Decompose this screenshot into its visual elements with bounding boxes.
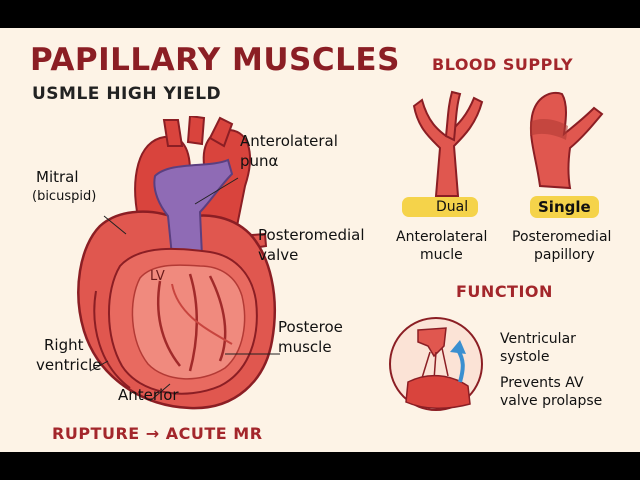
dual-vessel-branch [444, 90, 462, 142]
papillary-base [405, 374, 471, 410]
single-vessel-band [530, 119, 568, 140]
blood-supply-heading: BLOOD SUPPLY [432, 55, 574, 74]
page-title: PAPILLARY MUSCLES [30, 42, 400, 78]
function-line-ventricular: Ventricular [500, 331, 576, 347]
rv-outline [93, 290, 131, 389]
label-bicuspid: (bicuspid) [32, 189, 97, 204]
badge-single-label: Single [538, 198, 591, 216]
label-mitral: Mitral [36, 168, 79, 186]
function-diagram [389, 317, 483, 411]
single-supply-vessel [529, 91, 604, 190]
branch-vessel-1 [162, 119, 184, 147]
label-right: Right [44, 336, 84, 354]
label-posteromedial-supply: Posteromedial [512, 229, 612, 245]
badge-dual-label: Dual [436, 199, 469, 215]
papillary-strand-4 [171, 283, 233, 345]
systole-arrowhead [450, 340, 466, 354]
leader-anterolateral [194, 177, 239, 205]
branch-vessel-2 [186, 116, 206, 146]
label-papillory-supply: papillory [534, 247, 595, 263]
single-vessel-trunk [529, 91, 604, 190]
function-heading: FUNCTION [456, 282, 553, 301]
papillary-strand-3 [208, 275, 227, 362]
function-line-prevents: Prevents AV [500, 375, 584, 391]
dual-supply-vessel [412, 90, 484, 197]
papillary-strand-1 [156, 280, 181, 367]
label-muscle: muscle [278, 338, 332, 356]
label-anterior: Anterior [118, 386, 179, 404]
branch-vessel-3 [208, 116, 234, 148]
label-posteromedial: Posteromedial [258, 226, 365, 244]
rupture-note: RUPTURE → ACUTE MR [52, 424, 263, 443]
label-puna: punα [240, 152, 279, 170]
chordae-3 [441, 347, 449, 377]
page-subtitle: USMLE HIGH YIELD [32, 84, 222, 104]
badge-dual: Dual [402, 197, 479, 217]
leader-anterior [149, 383, 171, 402]
papillary-strand-2 [188, 273, 198, 372]
label-anterolateral-supply: Anterolateral [396, 229, 488, 245]
chordae-1 [421, 351, 431, 379]
label-anterolateral: Anterolateral [240, 132, 338, 150]
label-mucle-supply: mucle [420, 247, 463, 263]
badge-single: Single [530, 196, 599, 218]
label-ventricle: ventricle [36, 356, 102, 374]
leader-right-ventricle [89, 360, 109, 372]
label-posteroe: Posteroe [278, 318, 343, 336]
pulmonary-trunk [153, 158, 234, 257]
infographic: PAPILLARY MUSCLES USMLE HIGH YIELD An [0, 28, 640, 452]
leader-mitral [103, 215, 127, 235]
function-line-systole: systole [500, 349, 550, 365]
label-valve: valve [258, 246, 299, 264]
label-lv: LV [150, 269, 165, 284]
heart-illustration [77, 116, 280, 410]
function-line-prolapse: valve prolapse [500, 393, 603, 409]
valve-leaflet [417, 327, 447, 358]
